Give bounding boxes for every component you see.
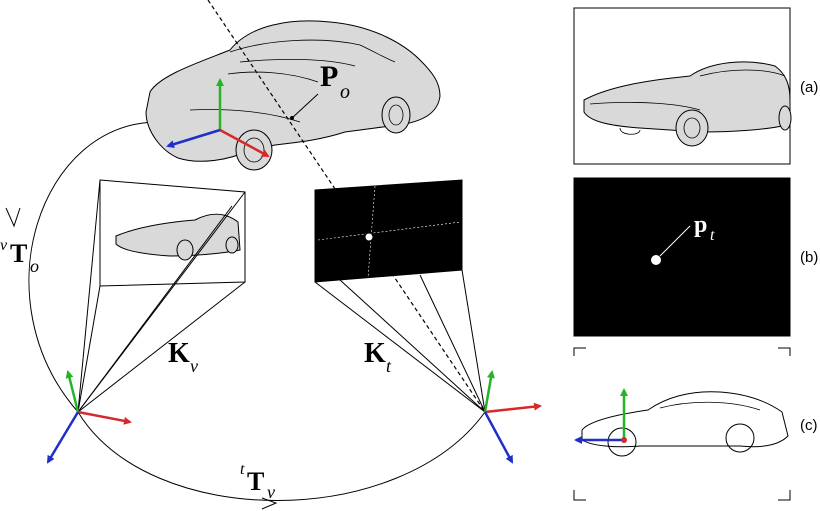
obj-axis-x <box>219 128 270 158</box>
caption-c: (c) <box>800 417 818 434</box>
label-tTv-main: T <box>247 467 264 496</box>
label-tTv-pre: t <box>240 461 245 478</box>
th-cam-axis-x <box>484 402 542 414</box>
label-vTo-pre: v <box>0 237 8 254</box>
main-car-front-wheel <box>235 129 273 171</box>
label-Kt-sub: t <box>386 356 392 376</box>
main-car <box>145 20 441 171</box>
arc-tTv <box>77 411 486 501</box>
thermal-image-plane <box>314 179 463 283</box>
label-pt-main: p <box>694 212 707 238</box>
arc-tTv-arrowhead <box>261 497 278 510</box>
caption-a: (a) <box>800 79 818 96</box>
panel-c-car-outline <box>581 391 789 448</box>
vis-cam-axis-y <box>65 370 80 413</box>
panel-c: (c) <box>573 347 818 501</box>
label-tTv-sub: v <box>267 482 275 502</box>
label-Kv-sub: v <box>190 356 198 376</box>
arc-vTo <box>28 121 161 413</box>
visible-camera-frustum <box>46 179 246 464</box>
th-cam-axis-z <box>483 411 514 464</box>
label-Po-sub: o <box>340 81 350 103</box>
label-Kv-main: K <box>168 338 190 369</box>
panel-b-target-dot <box>651 255 661 265</box>
thermal-target-dot <box>364 232 374 242</box>
label-vTo-main: T <box>10 239 27 268</box>
thermal-camera-frustum <box>314 179 542 464</box>
th-cam-axis-y <box>483 370 495 413</box>
vis-cam-axis-z <box>46 411 80 464</box>
panel-a: (a) <box>573 7 818 165</box>
obj-axis-z <box>166 128 221 149</box>
label-pt-sub: t <box>710 227 715 244</box>
label-Po-main: P <box>320 60 338 93</box>
arc-vTo-arrowhead <box>5 207 21 228</box>
vis-cam-axis-x <box>77 410 132 425</box>
panel-c-axis-x <box>621 437 627 443</box>
transform-arcs <box>5 121 486 510</box>
label-Kt-main: K <box>364 338 386 369</box>
main-car-rear-wheel <box>381 96 411 134</box>
caption-b: (b) <box>800 249 818 266</box>
panel-b: p t (b) <box>573 177 818 337</box>
label-vTo-sub: o <box>30 256 39 276</box>
